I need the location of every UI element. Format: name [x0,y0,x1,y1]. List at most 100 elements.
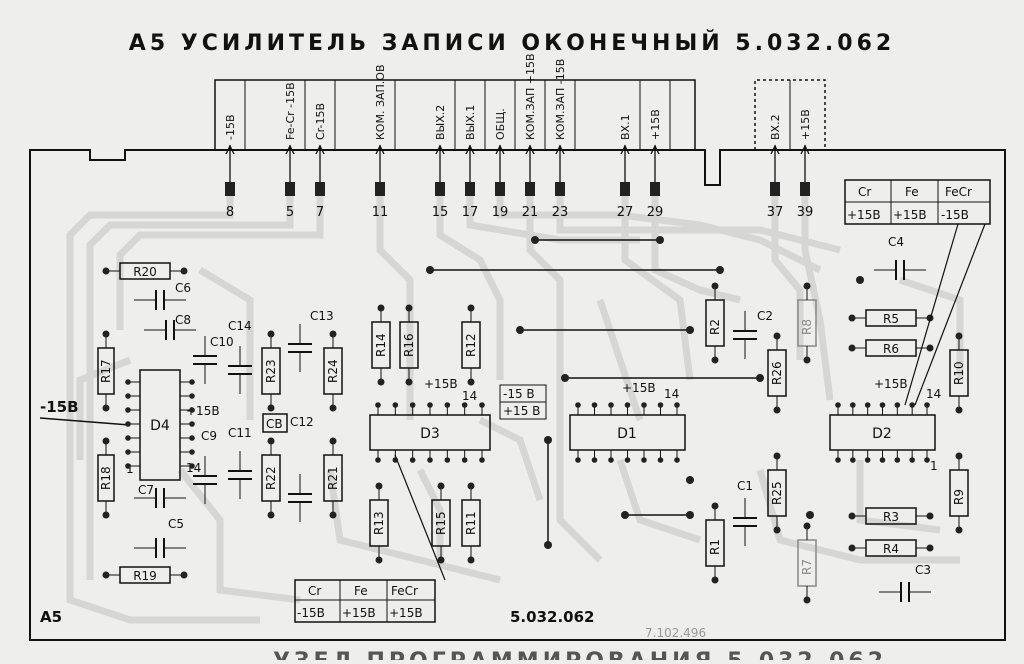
table-top-v0: +15В [847,208,881,222]
resistor-label: R10 [952,361,966,385]
connector-pin-37: ВХ.2 37 [767,80,791,220]
connector-label-37: ВХ.2 [769,114,782,140]
capacitor-label: C7 [138,483,154,497]
table-bottom-h2: FeCr [391,584,418,598]
resistor-r7: R7 [797,522,817,604]
resistor-r1: R1 [705,502,725,584]
chip-d2-pin1: 1 [930,459,938,473]
chip-d4-supply-neg: -15В [40,398,79,416]
capacitor-c5: C5 [134,517,186,558]
resistor-label: R16 [402,333,416,357]
connector-pin-29: +15В 29 [647,80,671,220]
connector-pin-number: 11 [372,205,389,220]
resistor-label: R11 [464,511,478,535]
resistor-r2: R2 [705,282,725,364]
pcb-traces [66,195,964,624]
board-number: 5.032.062 [510,608,594,626]
resistor-label: R22 [264,466,278,490]
chip-d1-neg-label: -15 В [503,387,535,401]
resistor-label: R24 [326,359,340,383]
chip-d3-supply: +15В [424,377,458,391]
capacitor-label: C11 [228,426,252,440]
resistor-label: R3 [883,510,899,524]
table-top-h2: FeCr [945,185,972,199]
resistor-r21: R21 [323,437,343,519]
connector-label-39: +15В [799,109,812,140]
resistor-label: R7 [800,559,814,575]
connector-pin-number: 37 [767,205,784,220]
chip-pins [125,236,930,549]
connector-pin-15: ВЫХ.215 [432,80,456,220]
chip-d2-pin14: 14 [926,387,941,401]
resistor-r5: R5 [848,309,934,327]
capacitor-c14: C14 [228,319,252,394]
table-top-v1: +15В [893,208,927,222]
board-label: A5 [40,608,62,626]
chip-d1-label: D1 [617,426,637,442]
table-top-h0: Cr [858,185,871,199]
connector-pin-number: 15 [432,205,449,220]
capacitor-c11: C11 [228,426,252,499]
resistor-r18: R18 [97,437,115,519]
page-title: A5 УСИЛИТЕЛЬ ЗАПИСИ ОКОНЕЧНЫЙ 5.032.062 [129,30,895,56]
connector-pin-number: 19 [492,205,509,220]
connector-label-29: +15В [649,109,662,140]
jumper-label: CB [266,417,283,431]
resistor-r14: R14 [371,304,391,386]
table-bottom-h1: Fe [354,584,368,598]
resistor-label: R21 [326,466,340,490]
capacitor-label: C4 [888,235,904,249]
connector-label-23: КОМ.ЗАП -15В [554,59,567,140]
chip-d1-pos-label: +15 В [503,404,540,418]
resistor-r9: R9 [949,452,969,534]
connector-pin-27: ВХ.127 [617,80,641,220]
resistor-label: R14 [374,333,388,357]
resistor-label: R23 [264,359,278,383]
table-bottom-v1: +15В [342,606,376,620]
resistor-label: R13 [372,511,386,535]
resistor-r15: R15 [431,482,451,564]
resistor-label: R8 [800,319,814,335]
capacitor-c8: C8 [144,313,196,340]
chip-d1: D1 14 +15В -15 В +15 В [499,381,686,451]
stamp-number: 7.102.496 [645,626,706,640]
connector-pin-number: 29 [647,205,664,220]
connector-label-8: -15В [224,114,237,140]
resistor-label: R12 [464,333,478,357]
capacitor-label: C12 [290,415,314,429]
resistor-label: R4 [883,542,899,556]
capacitor-c10: C10 [193,335,234,384]
resistor-r23: R23 [261,330,281,412]
capacitor-c4: C4 [874,235,926,280]
resistor-r26: R26 [767,332,787,414]
capacitor-label: C2 [757,309,773,323]
capacitor-label: C8 [175,313,191,327]
board-outline [29,149,1006,641]
connector-pin-number: 17 [462,205,479,220]
resistor-r22: R22 [261,437,281,519]
resistor-label: R18 [99,466,113,490]
capacitor-c2: C2 [733,309,773,359]
connector-pin-number: 27 [617,205,634,220]
resistor-r12: R12 [461,304,481,386]
resistor-r8: R8 [797,282,817,364]
table-bottom-v2: +15В [389,606,423,620]
connector-label-17: ВЫХ.1 [464,105,477,140]
capacitor-c9: C9 [193,429,217,504]
chip-d3-pin14: 14 [462,389,477,403]
resistor-label: R26 [770,361,784,385]
resistor-r11: R11 [461,482,481,564]
resistor-r24: R24 [323,330,343,412]
resistor-r17: R17 [97,330,115,412]
capacitor-c1: C1 [733,479,757,546]
capacitor-label: C3 [915,563,931,577]
chip-d1-supply: +15В [622,381,656,395]
chip-d2-label: D2 [872,426,892,442]
resistor-r6: R6 [848,339,934,357]
capacitor-c13: C13 [288,309,334,372]
chip-d3: D3 14 +15В [369,377,491,451]
